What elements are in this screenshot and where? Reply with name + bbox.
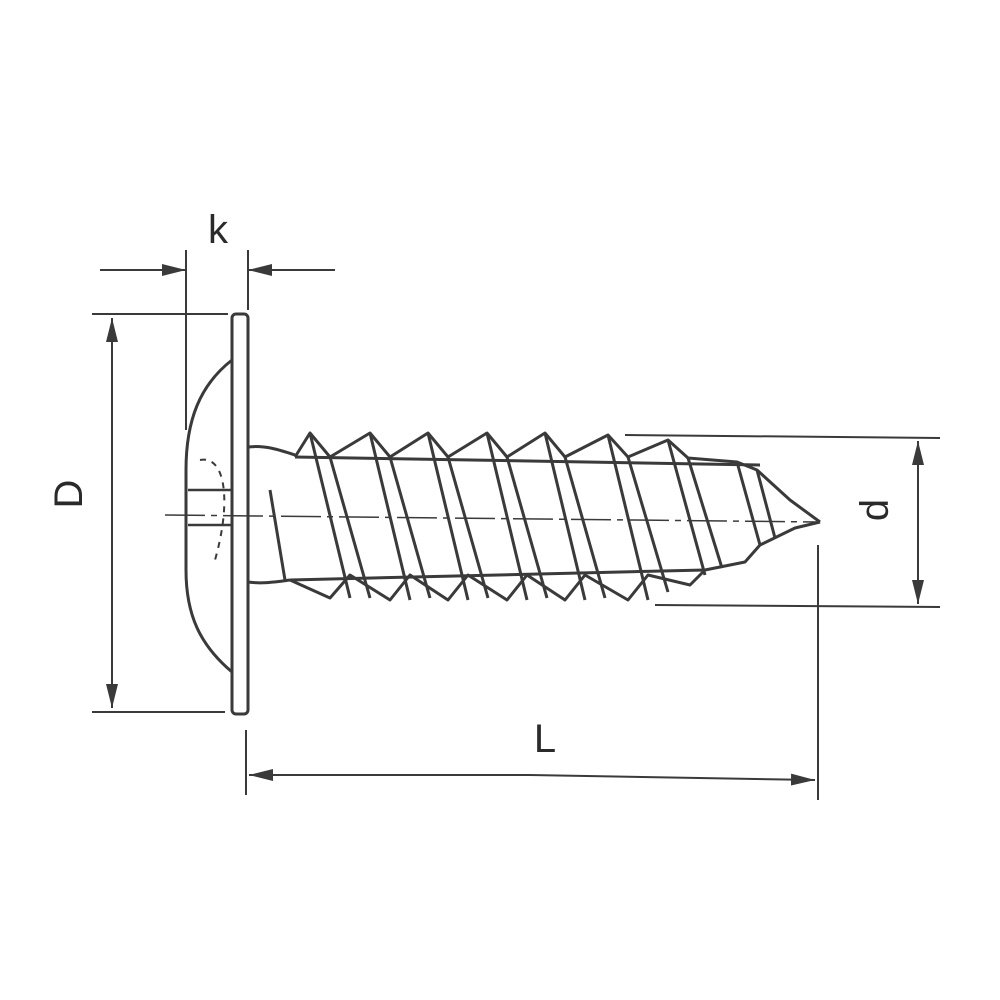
dimension-D [92, 313, 228, 713]
screw-head [184, 312, 296, 716]
label-k: k [208, 208, 229, 252]
dimension-L [245, 545, 819, 800]
label-d: d [853, 499, 897, 521]
label-D: D [47, 480, 91, 509]
dimension-k [100, 250, 335, 430]
dimension-d [624, 434, 941, 608]
center-line [164, 514, 821, 523]
screw-shank [268, 431, 821, 602]
label-L: L [534, 717, 556, 761]
